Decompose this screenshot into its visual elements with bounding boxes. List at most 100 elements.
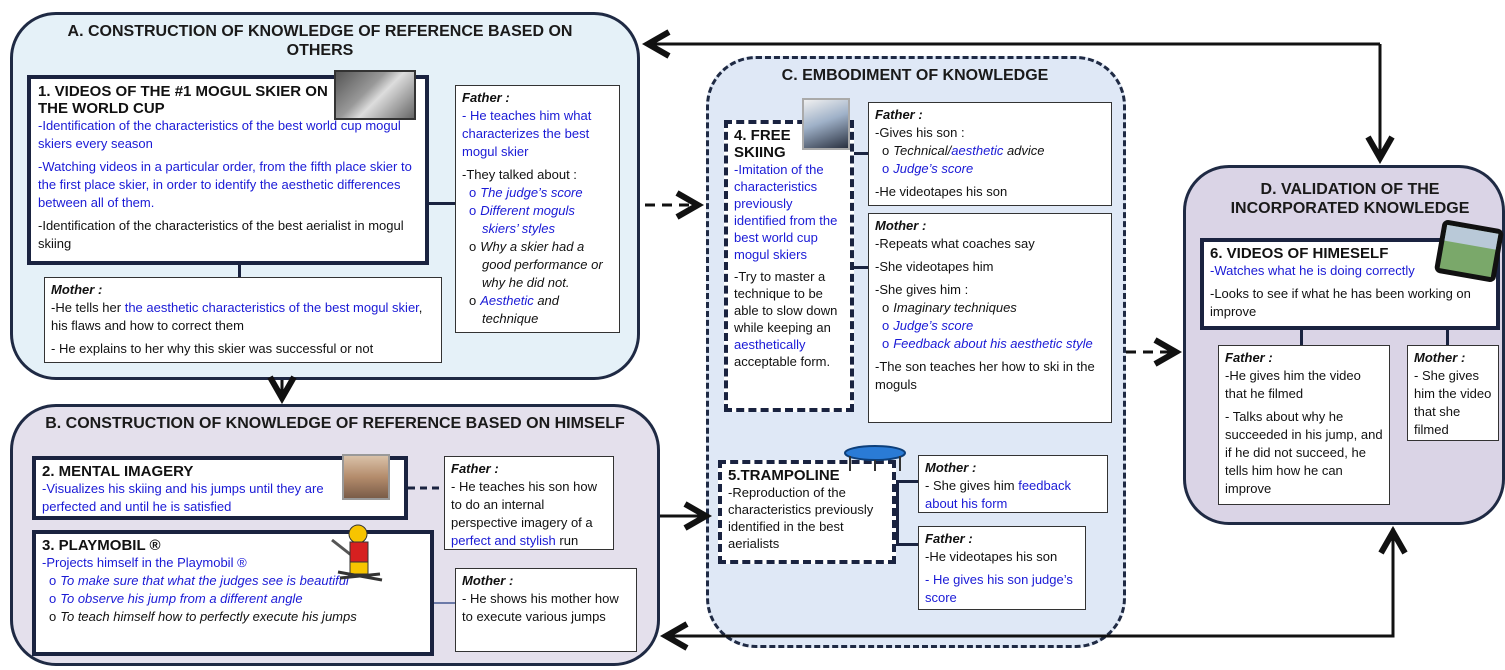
mother-text: - He shows his mother how to execute var… [462,591,619,624]
father-item: Why a skier had a good performance or wh… [480,238,613,292]
playmobil-skier-icon [330,522,386,582]
father-talked: -They talked about : [462,167,577,182]
box2-title: 2. MENTAL IMAGERY [42,463,194,480]
connector [854,152,868,155]
box4-text-blue: aesthetically [734,337,806,352]
mother-label: Mother : [925,460,977,475]
section-d-title: D. VALIDATION OF THE INCORPORATED KNOWLE… [1230,181,1470,217]
section-a-title: A. CONSTRUCTION OF KNOWLEDGE OF REFERENC… [67,23,573,59]
mother-item: Feedback about his aesthetic style [893,335,1105,353]
mother-item: Judge’s score [893,317,1105,335]
trampoline-icon [842,444,908,472]
mother-label: Mother : [51,282,103,297]
father-item-aesthetic: Aesthetic [480,293,534,308]
father-item: Technical/ [893,143,952,158]
portrait-photo-icon [342,454,390,500]
father-text: - He gives his son judge’s score [925,572,1073,605]
box1-line3: -Identification of the characteristics o… [38,218,404,251]
mother-text: -The son teaches her how to ski in the m… [875,359,1095,392]
father-label: Father : [1225,350,1273,365]
father-text: run [555,533,579,548]
box3-item: To observe his jump from a different ang… [60,590,424,608]
father-text: - Talks about why he succeeded in his ju… [1225,409,1383,496]
box2-text: -Visualizes his skiing and his jumps unt… [42,481,324,514]
box3-item: To make sure that what the judges see is… [60,572,424,590]
father-box-b: Father : - He teaches his son how to do … [444,456,614,550]
phone-video-icon [1431,217,1505,286]
connector [238,265,241,277]
mother-text: - She gives him [925,478,1019,493]
section-b-title: B. CONSTRUCTION OF KNOWLEDGE OF REFERENC… [45,415,625,432]
mother-box-trampoline: Mother : - She gives him feedback about … [918,455,1108,513]
connector [434,602,455,604]
mother-item: Imaginary techniques [893,299,1105,317]
box3-title: 3. PLAYMOBIL ® [42,537,161,554]
mother-text-blue: the aesthetic characteristics of the bes… [124,300,419,315]
connector [896,480,899,545]
mother-box-d: Mother : - She gives him the video that … [1407,345,1499,441]
mother-text: -She gives him : [875,282,969,297]
mother-box-c: Mother : -Repeats what coaches say -She … [868,213,1112,423]
box4-text: acceptable form. [734,354,831,369]
box4-title: 4. FREE SKIING [734,127,791,161]
father-text: -He gives him the video that he filmed [1225,368,1361,401]
father-text: -He videotapes his son [925,549,1058,564]
father-video: -He videotapes his son [875,184,1008,199]
box1-line1: -Identification of the characteristics o… [38,118,401,151]
connector [896,480,918,483]
mother-text: -She videotapes him [875,259,994,274]
connector [896,543,918,546]
father-label: Father : [451,461,499,476]
father-item: advice [1003,143,1045,158]
father-box-d: Father : -He gives him the video that he… [1218,345,1390,505]
father-item: The judge’s score [480,184,613,202]
father-item: Different moguls skiers’ styles [480,202,613,238]
connector [1300,330,1303,345]
free-skiing-box: 4. FREE SKIING -Imitation of the charact… [724,120,854,412]
box5-text: -Reproduction of the characteristics pre… [728,485,874,551]
father-item-technique: and technique [482,293,560,326]
box6-title: 6. VIDEOS OF HIMESELF [1210,245,1389,262]
father-label: Father : [462,90,510,105]
father-label: Father : [925,531,973,546]
connector [429,202,455,205]
box4-text: -Imitation of the characteristics previo… [734,162,838,262]
father-item: Judge’s score [893,160,1105,178]
father-item: Aesthetic and technique [480,292,613,328]
father-text-blue: perfect and stylish [451,533,556,548]
trampoline-box: 5.TRAMPOLINE -Reproduction of the charac… [718,460,896,564]
mother-label: Mother : [462,573,514,588]
box1-title: 1. VIDEOS OF THE #1 MOGUL SKIER ON THE W… [38,83,328,117]
mother-label: Mother : [875,218,927,233]
box5-title: 5.TRAMPOLINE [728,467,840,484]
father-text: - He teaches his son how to do an intern… [451,479,597,530]
father-label: Father : [875,107,923,122]
father-box-c: Father : -Gives his son : Technical/aest… [868,102,1112,206]
father-box-trampoline: Father : -He videotapes his son - He giv… [918,526,1086,610]
box6-text: -Watches what he is doing correctly [1210,263,1415,278]
box3-text: -Projects himself in the Playmobil ® [42,555,247,570]
mother-text: -He tells her [51,300,125,315]
box6-text: -Looks to see if what he has been workin… [1210,286,1471,319]
skier-photo-icon [802,98,850,150]
mother-text: - He explains to her why this skier was … [51,341,374,356]
father-item-blue: aesthetic [951,143,1004,158]
box4-text: -Try to master a technique to be able to… [734,269,838,335]
father-gives: -Gives his son : [875,125,965,140]
section-c-title: C. EMBODIMENT OF KNOWLEDGE [781,67,1049,84]
mother-text: - She gives him the video that she filme… [1414,368,1492,437]
father-box-a: Father : - He teaches him what character… [455,85,620,333]
connector [854,266,868,269]
box3-item: To teach himself how to perfectly execut… [60,608,424,626]
mother-box-a: Mother : -He tells her the aesthetic cha… [44,277,442,363]
mother-text-blue: feedback about his form [925,478,1071,511]
father-teach: - He teaches him what characterizes the … [462,108,592,159]
mother-label: Mother : [1414,350,1466,365]
arrow-d-to-b [666,528,1395,636]
box1-line2: -Watching videos in a particular order, … [38,159,412,210]
mother-text: -Repeats what coaches say [875,236,1035,251]
mother-text: , his flaws and how to correct them [51,300,423,333]
mother-box-b: Mother : - He shows his mother how to ex… [455,568,637,652]
ski-video-thumbnail-icon [334,70,416,120]
